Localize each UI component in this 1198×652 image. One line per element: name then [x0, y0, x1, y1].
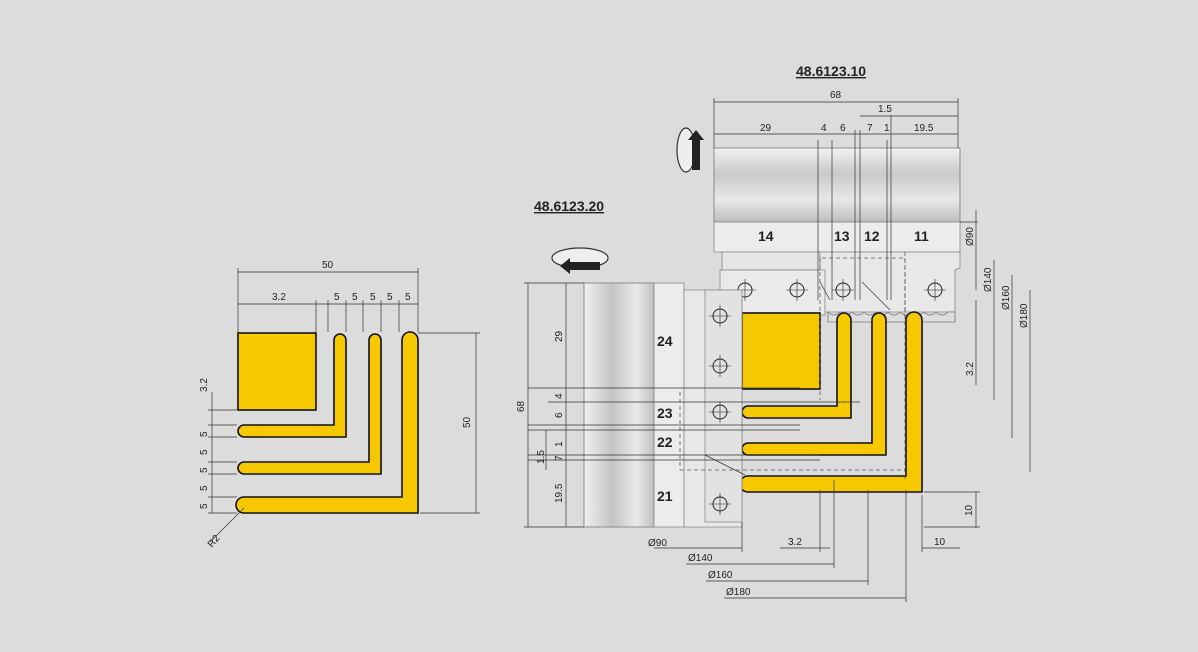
tool-bottom-dim-29: 29: [554, 330, 565, 342]
tool-top-dim-7: 7: [867, 123, 873, 134]
tool-bottom-dia-180: Ø180: [726, 587, 751, 598]
tool-bottom-dim-7: 7: [554, 455, 565, 461]
hole-icon: [709, 305, 731, 327]
left-dim-5-s5: 5: [199, 503, 210, 509]
tool-top-dim-3-2: 3.2: [965, 362, 976, 376]
hole-icon: [709, 401, 731, 423]
profile-strip-3: [235, 331, 419, 514]
profile-square: [237, 332, 317, 411]
left-dim-50-top: 50: [322, 260, 334, 271]
tool-top-segment-11: 11: [914, 228, 929, 244]
tool-bottom-segment-22: 22: [657, 434, 673, 450]
left-dim-5-s1: 5: [199, 431, 210, 437]
tool-top-dim-6: 6: [840, 123, 846, 134]
tool-bottom-dim-4: 4: [554, 393, 565, 399]
tool-bottom-dim-10-h: 10: [934, 537, 946, 548]
left-dim-5-e: 5: [405, 292, 411, 303]
hole-icon: [924, 279, 946, 301]
tool-bottom: 48.6123.20: [516, 198, 980, 602]
hole-icon: [786, 279, 808, 301]
tool-bottom-dim-10-v: 10: [964, 504, 975, 516]
center-strip-3: [739, 311, 923, 493]
tool-bottom-segment-24: 24: [657, 333, 673, 349]
left-dim-5-d: 5: [387, 292, 393, 303]
left-dim-5-a: 5: [334, 292, 340, 303]
left-dim-5-c: 5: [370, 292, 376, 303]
tool-bottom-cylinder: [583, 282, 655, 528]
tool-top-code: 48.6123.10: [796, 63, 866, 79]
tool-top-segment-13: 13: [834, 228, 850, 244]
left-dim-50-right: 50: [462, 416, 473, 428]
left-dim-3-2-top: 3.2: [272, 292, 286, 303]
left-radius-label: R2: [206, 533, 223, 550]
tool-top-dia-90: Ø90: [965, 227, 976, 246]
hole-icon: [832, 279, 854, 301]
center-strip-1: [741, 312, 852, 419]
tool-bottom-code: 48.6123.20: [534, 198, 604, 214]
tool-top-dim-1-5: 1.5: [878, 104, 892, 115]
tool-bottom-dia-90: Ø90: [648, 538, 667, 549]
tool-bottom-dim-1: 1: [554, 441, 565, 447]
tool-bottom-segment-23: 23: [657, 405, 673, 421]
tool-bottom-dia-160: Ø160: [708, 570, 733, 581]
tool-top-cylinder: [713, 147, 961, 223]
tool-bottom-dim-19-5: 19.5: [554, 483, 565, 503]
tool-top-dim-4: 4: [821, 123, 827, 134]
left-dim-5-b: 5: [352, 292, 358, 303]
tool-top-dia-180: Ø180: [1019, 303, 1030, 328]
tool-bottom-dia-140: Ø140: [688, 553, 713, 564]
tool-bottom-dim-6: 6: [554, 412, 565, 418]
tool-bottom-dim-68: 68: [516, 400, 527, 412]
rotation-arrow-icon-top: [676, 127, 704, 173]
tool-bottom-dim-1-5: 1.5: [536, 450, 547, 464]
tool-top-segment-14: 14: [758, 228, 774, 244]
left-dim-3-2-side: 3.2: [199, 378, 210, 392]
tool-bottom-segment-21: 21: [657, 488, 673, 504]
hole-icon: [709, 493, 731, 515]
left-dim-5-s2: 5: [199, 449, 210, 455]
center-profile-square: [741, 312, 821, 390]
tool-top-dim-68: 68: [830, 90, 842, 101]
left-dim-5-s3: 5: [199, 467, 210, 473]
center-strip-2: [741, 312, 887, 456]
tool-top-dim-29: 29: [760, 123, 772, 134]
hole-icon: [709, 355, 731, 377]
tool-top-segment-12: 12: [864, 228, 880, 244]
profile-strip-1: [237, 333, 347, 438]
tool-top-dia-140: Ø140: [983, 267, 994, 292]
profile-strip-2: [237, 333, 382, 475]
rotation-arrow-icon-bottom: [551, 247, 609, 274]
center-profile: [739, 257, 923, 493]
tool-bottom-dim-3-2: 3.2: [788, 537, 802, 548]
left-dim-5-s4: 5: [199, 485, 210, 491]
left-profile: 50 3.2 5 5 5 5 5 3.2 5 5 5 5 5 50 R2: [199, 260, 480, 550]
tool-top-dim-19-5: 19.5: [914, 123, 934, 134]
tool-top-dim-1: 1: [884, 123, 890, 134]
tool-top-dia-160: Ø160: [1001, 285, 1012, 310]
